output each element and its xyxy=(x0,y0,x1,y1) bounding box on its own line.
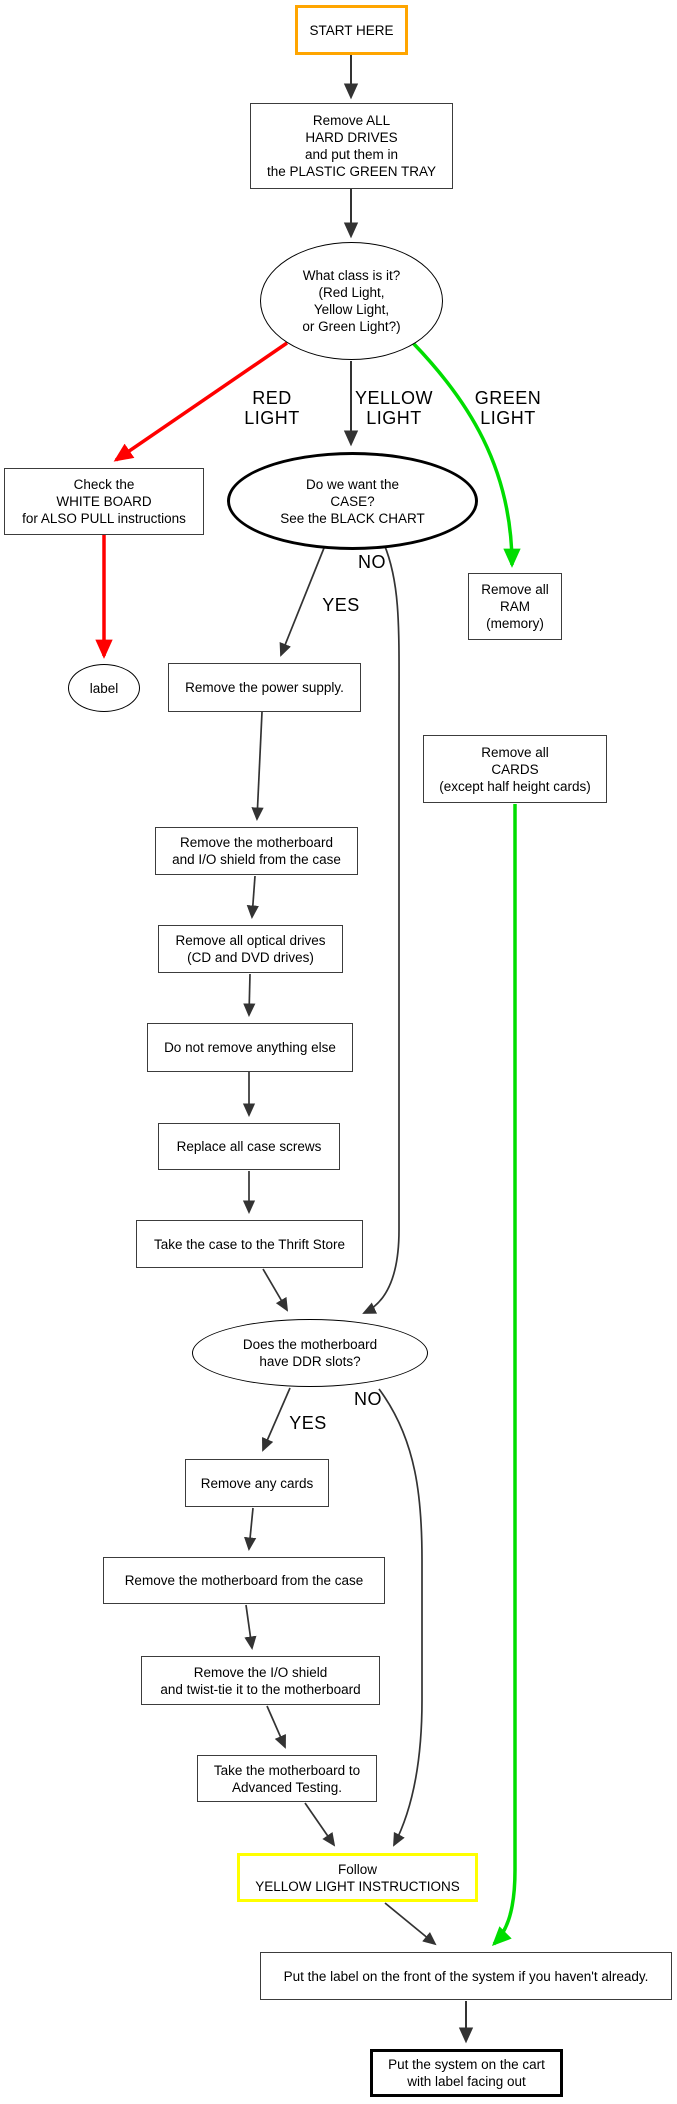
node-white-board: Check the WHITE BOARD for ALSO PULL inst… xyxy=(4,468,204,535)
node-label: label xyxy=(68,664,140,712)
edge-thrift-to-ddr xyxy=(262,1268,289,1312)
edge-label-red-light: RED LIGHT xyxy=(244,388,300,428)
edge-label-yellow-light: YELLOW LIGHT xyxy=(354,388,434,428)
edge-label-ddr-yes: YES xyxy=(289,1413,327,1433)
node-screws: Replace all case screws xyxy=(158,1123,340,1170)
node-ddr-label: Does the motherboard have DDR slots? xyxy=(242,1337,378,1369)
node-ram-label: Remove all RAM (memory) xyxy=(481,582,549,631)
node-follow-yellow: Follow YELLOW LIGHT INSTRUCTIONS xyxy=(237,1853,478,1902)
edge-anycards-to-mobocase xyxy=(244,1507,257,1552)
node-nothing-else-label: Do not remove anything else xyxy=(164,1040,336,1055)
node-what-class: What class is it? (Red Light, Yellow Lig… xyxy=(260,242,443,360)
edge-label-case-no: NO xyxy=(358,552,386,572)
node-any-cards: Remove any cards xyxy=(185,1459,329,1507)
node-cart-label: Put the system on the cart with label fa… xyxy=(388,2057,545,2089)
node-optical: Remove all optical drives (CD and DVD dr… xyxy=(158,925,343,973)
node-ddr: Does the motherboard have DDR slots? xyxy=(192,1319,428,1387)
node-start: START HERE xyxy=(295,5,408,55)
node-hard-drives: Remove ALL HARD DRIVES and put them in t… xyxy=(250,103,453,189)
node-ram: Remove all RAM (memory) xyxy=(468,573,562,640)
edge-cards-to-putlabel-green xyxy=(491,804,517,1947)
edge-class-to-whiteboard-red xyxy=(113,341,288,462)
edge-class-to-ram-green xyxy=(411,341,521,568)
node-mobo-case-label: Remove the motherboard from the case xyxy=(124,1573,364,1588)
node-mobo-io: Remove the motherboard and I/O shield fr… xyxy=(155,827,358,875)
node-cards: Remove all CARDS (except half height car… xyxy=(423,735,607,803)
node-start-label: START HERE xyxy=(309,22,394,38)
node-power-supply-label: Remove the power supply. xyxy=(185,680,344,695)
node-what-class-label: What class is it? (Red Light, Yellow Lig… xyxy=(302,268,401,334)
node-thrift: Take the case to the Thrift Store xyxy=(136,1220,363,1268)
edge-advtesting-to-followyellow xyxy=(304,1802,336,1847)
node-adv-testing-label: Take the motherboard to Advanced Testing… xyxy=(213,1762,361,1795)
edge-label-case-yes: YES xyxy=(322,595,360,615)
node-screws-label: Replace all case screws xyxy=(176,1139,322,1154)
edge-label-ddr-no: NO xyxy=(354,1389,382,1409)
edge-followyellow-to-putlabel xyxy=(384,1902,437,1946)
node-want-case: Do we want the CASE? See the BLACK CHART xyxy=(227,452,478,550)
node-want-case-label: Do we want the CASE? See the BLACK CHART xyxy=(280,476,425,526)
edge-label-green-light: GREEN LIGHT xyxy=(474,388,542,428)
node-io-shield-label: Remove the I/O shield and twist-tie it t… xyxy=(160,1664,361,1697)
node-cart: Put the system on the cart with label fa… xyxy=(370,2049,563,2097)
edge-case-yes-to-powersupply xyxy=(279,547,325,657)
node-put-label-label: Put the label on the front of the system… xyxy=(283,1968,649,1984)
edge-optical-to-nothingelse xyxy=(243,973,256,1018)
node-adv-testing: Take the motherboard to Advanced Testing… xyxy=(197,1755,377,1802)
node-cards-label: Remove all CARDS (except half height car… xyxy=(439,744,591,794)
node-put-label: Put the label on the front of the system… xyxy=(260,1952,672,2000)
node-hard-drives-label: Remove ALL HARD DRIVES and put them in t… xyxy=(266,113,437,179)
node-io-shield: Remove the I/O shield and twist-tie it t… xyxy=(141,1656,380,1705)
edge-moboio-to-optical xyxy=(246,875,259,920)
node-mobo-io-label: Remove the motherboard and I/O shield fr… xyxy=(172,835,341,867)
edge-ddr-yes-to-anycards xyxy=(262,1387,291,1452)
node-follow-yellow-label: Follow YELLOW LIGHT INSTRUCTIONS xyxy=(255,1861,460,1894)
node-any-cards-label: Remove any cards xyxy=(200,1475,314,1491)
edge-powersupply-to-moboio xyxy=(251,711,264,822)
edge-ioshield-to-advtesting xyxy=(266,1705,286,1749)
edge-case-no-to-ddr xyxy=(362,543,400,1314)
node-label-label: label xyxy=(89,680,119,696)
node-white-board-label: Check the WHITE BOARD for ALSO PULL inst… xyxy=(22,477,186,526)
edge-ddr-no-to-followyellow xyxy=(378,1388,423,1847)
edge-mobocase-to-ioshield xyxy=(244,1604,257,1651)
node-thrift-label: Take the case to the Thrift Store xyxy=(153,1236,346,1252)
node-mobo-case: Remove the motherboard from the case xyxy=(103,1557,385,1604)
node-nothing-else: Do not remove anything else xyxy=(147,1023,353,1072)
node-optical-label: Remove all optical drives (CD and DVD dr… xyxy=(175,933,326,965)
node-power-supply: Remove the power supply. xyxy=(168,663,361,712)
